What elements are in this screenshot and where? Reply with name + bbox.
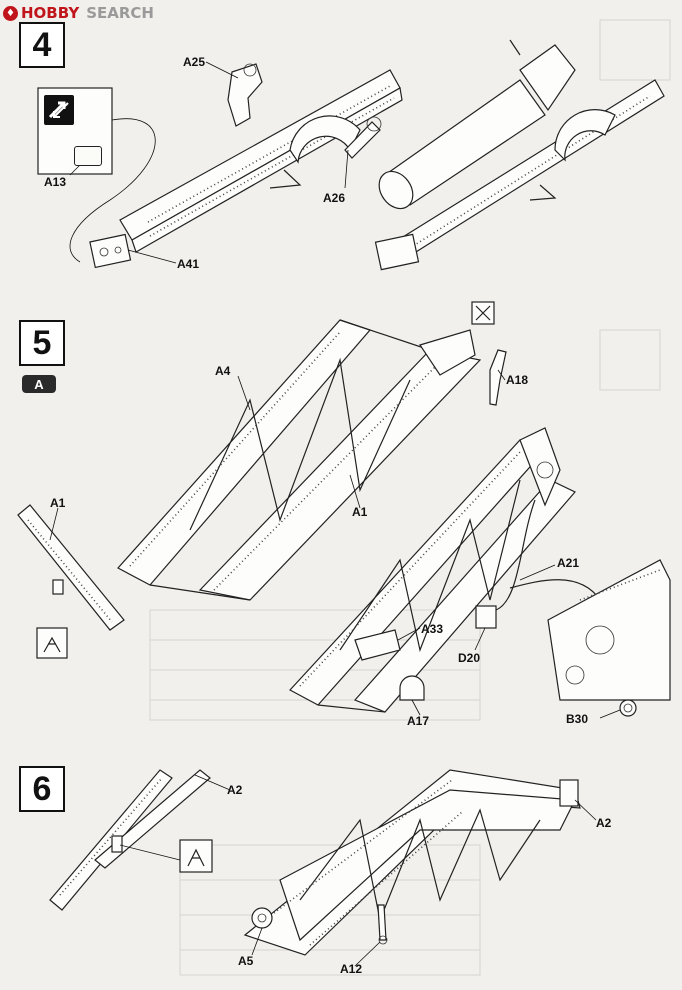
- hobbysearch-logo: ♦ HOBBY SEARCH: [3, 3, 154, 23]
- label-a1-detail: A1: [50, 496, 66, 510]
- nippers-callout-1: [36, 627, 68, 659]
- label-a1-main: A1: [352, 505, 368, 519]
- label-a2-right: A2: [596, 816, 612, 830]
- label-a18: A18: [506, 373, 529, 387]
- hobbysearch-logo-icon: ♦: [3, 5, 18, 21]
- logo-suffix: SEARCH: [86, 4, 154, 22]
- label-leaders: [49, 61, 621, 967]
- label-a26: A26: [323, 191, 346, 205]
- label-a41: A41: [177, 257, 200, 271]
- step-number-5: 5: [19, 320, 65, 366]
- step-5-variant-badge: A: [22, 375, 56, 393]
- step-6-drawing: [49, 769, 581, 956]
- label-a21: A21: [557, 556, 580, 570]
- label-a13: A13: [44, 175, 67, 189]
- label-a25: A25: [183, 55, 206, 69]
- label-a12: A12: [340, 962, 363, 976]
- label-a4: A4: [215, 364, 231, 378]
- step-5-drawing: [17, 301, 671, 717]
- part-a13-shape: [74, 146, 102, 166]
- step-number-6: 6: [19, 766, 65, 812]
- label-a33: A33: [421, 622, 444, 636]
- nippers-callout-2: [179, 839, 213, 873]
- step-4-drawing: [37, 39, 665, 271]
- label-a2-left: A2: [227, 783, 243, 797]
- label-a5: A5: [238, 954, 254, 968]
- reverse-side-icon: [44, 95, 74, 125]
- step-number-4: 4: [19, 22, 65, 68]
- label-d20: D20: [458, 651, 481, 665]
- logo-brand: HOBBY: [21, 4, 80, 22]
- label-b30: B30: [566, 712, 589, 726]
- label-a17: A17: [407, 714, 430, 728]
